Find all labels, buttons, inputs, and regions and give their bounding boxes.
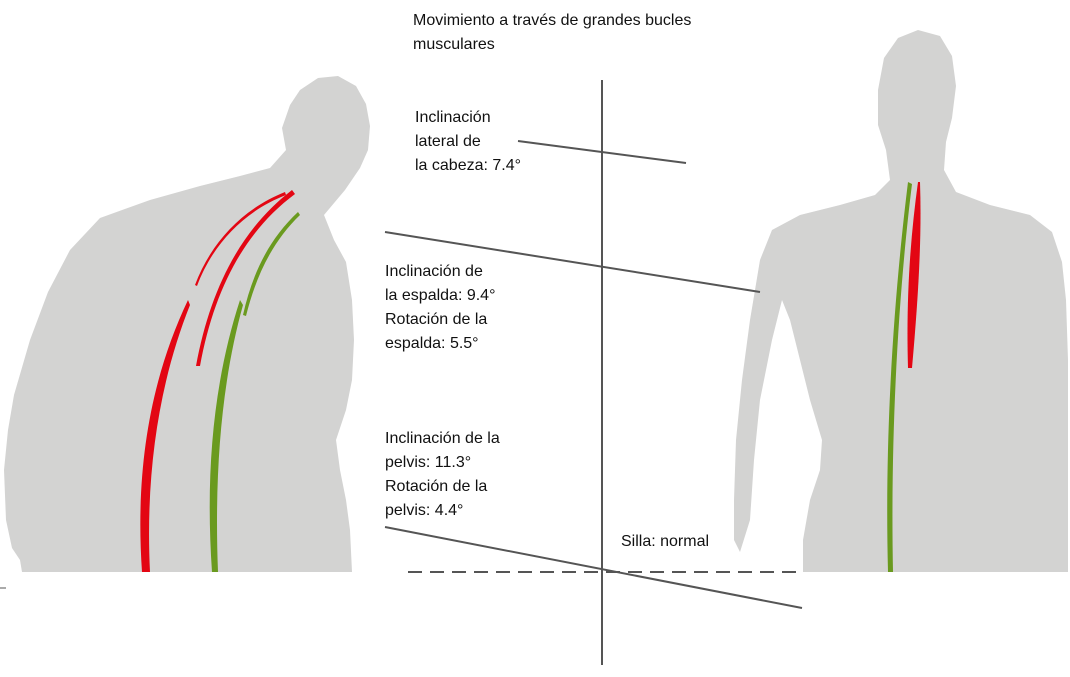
- back-rotation-line-1: Rotación de la: [385, 308, 487, 332]
- back-rotation-line-2: espalda: 5.5°: [385, 332, 487, 356]
- back-tilt-label: Inclinación de la espalda: 9.4°: [385, 260, 495, 308]
- chair-label: Silla: normal: [621, 530, 709, 554]
- title-line-2: musculares: [413, 33, 691, 57]
- left-body-silhouette: [4, 76, 370, 572]
- back-tilt-line-1: Inclinación de: [385, 260, 495, 284]
- head-tilt-label: Inclinación lateral de la cabeza: 7.4°: [415, 106, 521, 178]
- head-tilt-line-2: lateral de: [415, 130, 521, 154]
- title-line-1: Movimiento a través de grandes bucles: [413, 9, 691, 33]
- head-tilt-line-1: Inclinación: [415, 106, 521, 130]
- back-rotation-label: Rotación de la espalda: 5.5°: [385, 308, 487, 356]
- pelvis-rotation-line-1: Rotación de la: [385, 475, 487, 499]
- head-tilt-line-3: la cabeza: 7.4°: [415, 154, 521, 178]
- pelvis-rotation-label: Rotación de la pelvis: 4.4°: [385, 475, 487, 523]
- diagram-title: Movimiento a través de grandes bucles mu…: [413, 9, 691, 57]
- pelvis-tilt-line-1: Inclinación de la: [385, 427, 500, 451]
- pelvis-tilt-label: Inclinación de la pelvis: 11.3°: [385, 427, 500, 475]
- pelvis-rotation-line-2: pelvis: 4.4°: [385, 499, 487, 523]
- back-tilt-line-2: la espalda: 9.4°: [385, 284, 495, 308]
- right-body-silhouette: [734, 30, 1068, 572]
- pelvis-tilt-line-2: pelvis: 11.3°: [385, 451, 500, 475]
